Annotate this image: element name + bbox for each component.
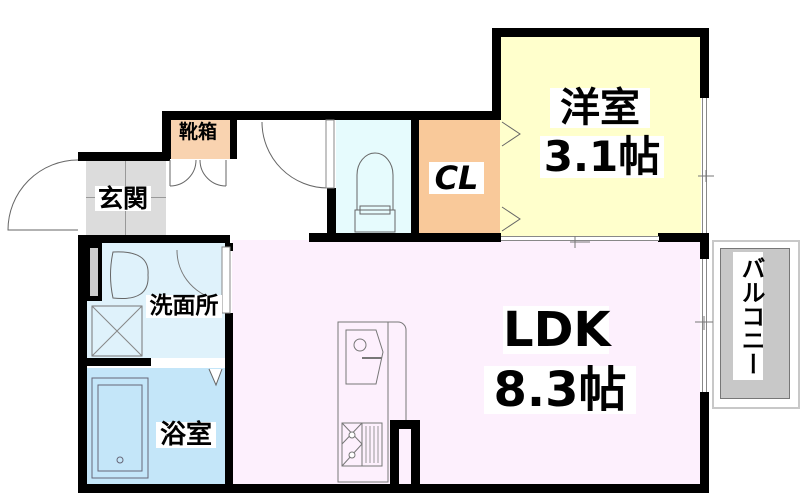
wall <box>78 235 230 243</box>
shoebox-door <box>199 159 227 187</box>
wall <box>390 420 420 429</box>
kitchen-counter <box>337 321 389 483</box>
washing-machine-pan <box>91 305 143 357</box>
wall <box>700 233 709 259</box>
ldk-size: 8.3帖 <box>484 366 636 414</box>
wall <box>700 392 709 493</box>
wall <box>411 420 420 490</box>
bathtub-icon <box>91 377 149 479</box>
wall <box>327 188 336 240</box>
window <box>702 98 707 233</box>
bathroom-door <box>208 368 223 387</box>
wall <box>78 235 87 493</box>
toilet-icon <box>356 152 394 211</box>
wall <box>86 358 151 366</box>
wall <box>309 233 501 242</box>
wall <box>492 28 501 120</box>
wall <box>230 111 237 159</box>
wall <box>78 152 170 161</box>
wall <box>411 119 419 240</box>
shoe-box-label: 靴箱 <box>178 121 217 143</box>
shelf <box>90 248 98 296</box>
wall <box>492 28 709 37</box>
ldk-room <box>232 240 700 484</box>
wall <box>162 111 171 159</box>
closet-door <box>501 206 521 232</box>
bathroom-label: 浴室 <box>156 422 216 448</box>
entrance-label: 玄関 <box>95 186 151 211</box>
western-room-size: 3.1帖 <box>540 136 664 178</box>
washroom-label: 洗面所 <box>146 295 222 318</box>
entry-door-swing <box>7 159 79 231</box>
balcony-label: バルコニー <box>733 252 765 380</box>
ldk-name: LDK <box>503 302 611 358</box>
sink-icon <box>345 329 384 385</box>
window <box>501 236 659 241</box>
closet-door <box>501 121 521 147</box>
toilet-door-swing <box>261 121 329 189</box>
wall <box>225 313 233 493</box>
closet-label: CL <box>429 162 484 194</box>
wall <box>162 111 501 120</box>
shoe-box <box>170 119 230 159</box>
wall <box>700 28 709 98</box>
wall <box>390 420 399 490</box>
washbasin-icon <box>110 251 149 300</box>
wall <box>658 233 709 242</box>
shoebox-door <box>169 159 197 187</box>
western-room-name: 洋室 <box>550 88 650 128</box>
